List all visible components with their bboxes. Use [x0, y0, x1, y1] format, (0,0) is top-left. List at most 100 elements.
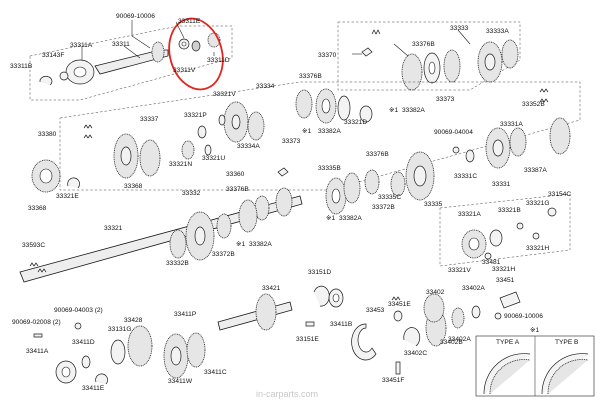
label-33154c: 33154C [548, 191, 571, 198]
spring-33370 [371, 29, 381, 35]
gear-33368 [139, 139, 161, 177]
leader-90069-10006-a [131, 20, 151, 49]
label-90069-10006-b: 90069-10006 [504, 313, 543, 320]
label-33333a: 33333A [486, 28, 509, 35]
bolt-90069-04003 [74, 322, 82, 330]
label-33451e: 33451E [388, 301, 411, 308]
type-a-title: TYPE A [496, 339, 520, 346]
reverse-gear-group [33, 285, 344, 385]
label-33321b: 33321B [498, 207, 521, 214]
washer-33321u [204, 144, 212, 156]
type-a-teeth [489, 359, 531, 395]
label-33335c: 33335C [378, 194, 401, 201]
hub-33372b [275, 187, 293, 217]
label-90069-04003: 90069-04003 (2) [54, 307, 103, 314]
note-mark-4: ※1 [236, 241, 246, 248]
red-highlight-circle [168, 17, 224, 91]
label-33311a: 33311A [70, 42, 93, 49]
label-33321v: 33321V [213, 91, 236, 98]
label-33382a-mid: 33382A [318, 128, 341, 135]
label-33331: 33331 [492, 181, 511, 188]
label-33321d: 33321D [344, 119, 367, 126]
snap-ring-33402c [403, 327, 421, 347]
label-33334a: 33334A [237, 143, 260, 150]
watermark: in-carparts.com [256, 389, 318, 399]
label-33368-left: 33368 [28, 205, 47, 212]
label-33332: 33332 [182, 190, 201, 197]
label-90069-02008: 90069-02008 (2) [12, 319, 61, 326]
label-33360: 33360 [226, 171, 245, 178]
sync-ring-33376b-mid [295, 89, 313, 119]
gear-33331-hub [492, 139, 504, 157]
type-note-mark: ※1 [530, 327, 540, 334]
part-33451e [393, 310, 403, 322]
label-33382a-bottom: 33382A [249, 241, 272, 248]
label-33151d: 33151D [308, 269, 331, 276]
snap-ring-33411e [95, 373, 108, 385]
sleeve-33382a-mid-bore [321, 98, 331, 114]
part-33131g [110, 339, 126, 365]
type-b-teeth [547, 359, 589, 395]
sync-33372b-low [216, 213, 232, 239]
right-bearing-group [439, 193, 571, 267]
label-33321g: 33321G [526, 200, 549, 207]
bearing-33321a-bore [468, 237, 480, 251]
hub-33335b [343, 172, 361, 204]
output-shaft-group [19, 81, 581, 283]
sync-33376b-low [364, 169, 380, 195]
label-33421: 33421 [262, 285, 281, 292]
shift-key-33370 [361, 47, 373, 57]
type-b-title: TYPE B [555, 339, 579, 346]
pin-90069-02008 [33, 333, 43, 338]
label-33321u: 33321U [202, 155, 225, 162]
gear-33337-hub [120, 146, 132, 166]
bolt-33151e [305, 321, 315, 327]
label-33370: 33370 [318, 52, 337, 59]
top-gear-group [337, 21, 521, 91]
label-33376b-mid: 33376B [299, 73, 322, 80]
label-33332b: 33332B [166, 260, 189, 267]
spring-33352b [539, 88, 549, 103]
label-33411w: 33411W [168, 378, 193, 385]
gear-33411w-hub [170, 346, 182, 366]
part-33311v [191, 40, 201, 52]
input-shaft-group [29, 17, 233, 101]
gear-33368-left-bore [39, 168, 53, 184]
label-33331c: 33331C [454, 173, 477, 180]
label-33311v: 33311V [173, 67, 196, 74]
label-33311: 33311 [112, 41, 130, 48]
label-33411b: 33411B [330, 321, 353, 328]
label-33333: 33333 [450, 25, 469, 32]
label-33411e: 33411E [82, 385, 105, 392]
label-33402a: 33402A [462, 285, 485, 292]
label-33428: 33428 [124, 317, 143, 324]
snap-ring-33311b [39, 76, 53, 86]
sync-33387a [549, 117, 571, 155]
springs-33593c [29, 262, 47, 273]
label-33380: 33380 [38, 131, 57, 138]
label-33321e: 33321E [56, 193, 79, 200]
part-33143f [59, 71, 69, 81]
snap-ring-33321e [67, 177, 80, 189]
label-33376b-top: 33376B [412, 41, 435, 48]
sleeve-33382a-low-bore [331, 188, 341, 204]
leader-33333 [457, 29, 471, 45]
sync-33376b-low2 [254, 195, 270, 221]
label-33352b: 33352B [522, 101, 545, 108]
label-33368: 33368 [124, 183, 143, 190]
gear-33333a [501, 39, 519, 69]
label-33372b-low: 33372B [212, 251, 235, 258]
label-33411p: 33411P [174, 311, 197, 318]
gear-33332-hub [194, 226, 206, 246]
part-33411d [81, 355, 91, 369]
springs-33380 [83, 124, 93, 139]
label-33411a: 33411A [26, 348, 49, 355]
label-33373-top: 33373 [436, 96, 455, 103]
label-33321n: 33321N [169, 161, 192, 168]
label-33311e: 33311E [178, 18, 201, 25]
label-33402a-b: 33402A [448, 336, 471, 343]
label-33321a: 33321A [458, 211, 481, 218]
label-33143f: 33143F [42, 52, 64, 59]
shift-fork-group [351, 291, 521, 375]
